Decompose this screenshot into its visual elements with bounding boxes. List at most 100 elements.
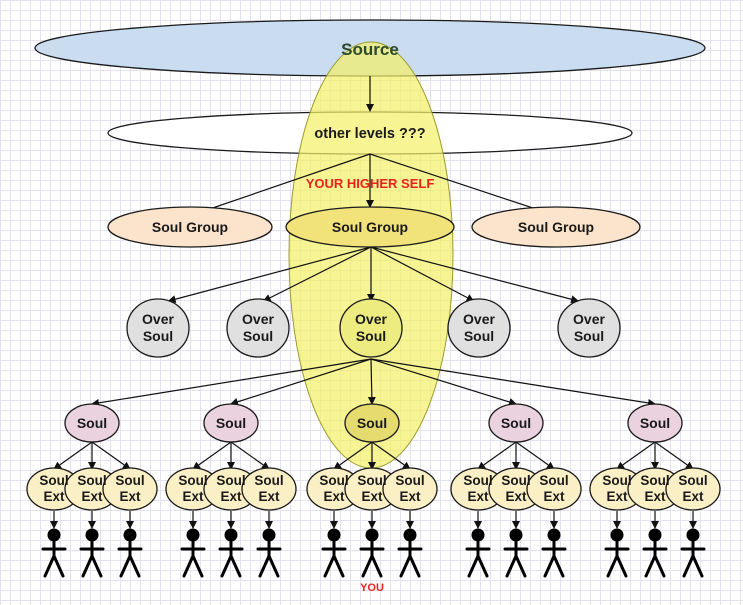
- over-soul-label-line1: Over: [142, 311, 174, 327]
- person-head: [509, 528, 523, 542]
- edge-other-soulgroup: [197, 153, 371, 215]
- edge-oversoul-soul: [367, 358, 376, 405]
- person-left-leg: [258, 554, 271, 578]
- soul-node: [203, 403, 259, 443]
- edge-soul-ext: [654, 441, 694, 470]
- over-soul-node: [226, 298, 290, 358]
- edge-soul-ext: [91, 441, 131, 470]
- edge-oversoul-soul: [230, 358, 372, 406]
- person-right-leg: [229, 554, 242, 578]
- person-left-leg: [399, 554, 412, 578]
- over-soul-label-line1: Over: [355, 311, 387, 327]
- soul-label: Soul: [77, 415, 107, 431]
- soul-ext-label-line1: Soul: [77, 473, 106, 488]
- person-left-leg: [543, 554, 556, 578]
- over-soul-label-line1: Over: [242, 311, 274, 327]
- person-head: [471, 528, 485, 542]
- person-figure: [218, 528, 244, 578]
- person-right-leg: [128, 554, 141, 578]
- person-figure: [397, 528, 423, 578]
- person-left-leg: [182, 554, 195, 578]
- soul-group-label: Soul Group: [332, 219, 408, 235]
- soul-ext-label-line2: Ext: [258, 489, 280, 504]
- over-soul-label-line2: Soul: [243, 328, 273, 344]
- soul-label: Soul: [640, 415, 670, 431]
- soul-ext-label-line1: Soul: [115, 473, 144, 488]
- other-levels-label: other levels ???: [314, 126, 425, 142]
- soul-ext-node: [241, 467, 297, 511]
- person-head: [123, 528, 137, 542]
- person-left-leg: [323, 554, 336, 578]
- person-right-leg: [615, 554, 628, 578]
- soul-ext-label-line2: Ext: [467, 489, 489, 504]
- person-left-leg: [505, 554, 518, 578]
- person-right-leg: [408, 554, 421, 578]
- soul-group-node: [285, 206, 455, 248]
- person-right-leg: [691, 554, 704, 578]
- edge-soulgroup-oversoul: [167, 246, 372, 304]
- over-soul-label-line2: Soul: [574, 328, 604, 344]
- person-head: [262, 528, 276, 542]
- person-figure: [321, 528, 347, 578]
- edge-soul-ext: [515, 441, 555, 470]
- person-left-leg: [81, 554, 94, 578]
- soul-label: Soul: [501, 415, 531, 431]
- soul-ext-label-line2: Ext: [220, 489, 242, 504]
- soul-ext-label-line2: Ext: [81, 489, 103, 504]
- soul-ext-label-line2: Ext: [682, 489, 704, 504]
- edge-soul-ext: [230, 441, 270, 470]
- soul-ext-label-line1: Soul: [395, 473, 424, 488]
- person-figure: [359, 528, 385, 578]
- soul-ext-label-line2: Ext: [644, 489, 666, 504]
- over-soul-label-line2: Soul: [143, 328, 173, 344]
- person-right-leg: [52, 554, 65, 578]
- soul-ext-label-line1: Soul: [357, 473, 386, 488]
- edge-soul-ext: [477, 441, 517, 470]
- edge-soulgroup-oversoul: [370, 246, 475, 302]
- person-figure: [604, 528, 630, 578]
- soul-ext-label-line1: Soul: [463, 473, 492, 488]
- soul-ext-label-line2: Ext: [43, 489, 65, 504]
- person-figure: [680, 528, 706, 578]
- person-figure: [117, 528, 143, 578]
- edge-oversoul-soul: [370, 358, 517, 406]
- person-right-leg: [653, 554, 666, 578]
- soul-ext-label-line1: Soul: [501, 473, 530, 488]
- edge-oversoul-soul: [91, 358, 372, 407]
- person-right-leg: [476, 554, 489, 578]
- soul-ext-node: [665, 467, 721, 511]
- over-soul-node: [447, 298, 511, 358]
- soul-ext-label-line2: Ext: [361, 489, 383, 504]
- person-left-leg: [644, 554, 657, 578]
- soul-ext-label-line1: Soul: [254, 473, 283, 488]
- person-right-leg: [552, 554, 565, 578]
- person-figure: [642, 528, 668, 578]
- person-figure: [503, 528, 529, 578]
- person-left-leg: [467, 554, 480, 578]
- edge-soul-ext: [371, 441, 411, 470]
- soul-group-label: Soul Group: [152, 219, 228, 235]
- soul-node: [488, 403, 544, 443]
- soul-label: Soul: [216, 415, 246, 431]
- higher-self-label: YOUR HIGHER SELF: [306, 176, 435, 191]
- over-soul-node: [126, 298, 190, 358]
- person-head: [47, 528, 61, 542]
- person-right-leg: [514, 554, 527, 578]
- edge-soul-ext: [616, 441, 656, 470]
- person-right-leg: [332, 554, 345, 578]
- edge-soul-ext: [192, 441, 232, 470]
- soul-ext-label-line1: Soul: [39, 473, 68, 488]
- person-figure: [41, 528, 67, 578]
- person-figure: [180, 528, 206, 578]
- person-head: [686, 528, 700, 542]
- person-right-leg: [90, 554, 103, 578]
- person-left-leg: [606, 554, 619, 578]
- soul-ext-label-line2: Ext: [505, 489, 527, 504]
- person-head: [547, 528, 561, 542]
- person-left-leg: [361, 554, 374, 578]
- person-left-leg: [220, 554, 233, 578]
- person-left-leg: [682, 554, 695, 578]
- edge-oversoul-soul: [370, 358, 656, 407]
